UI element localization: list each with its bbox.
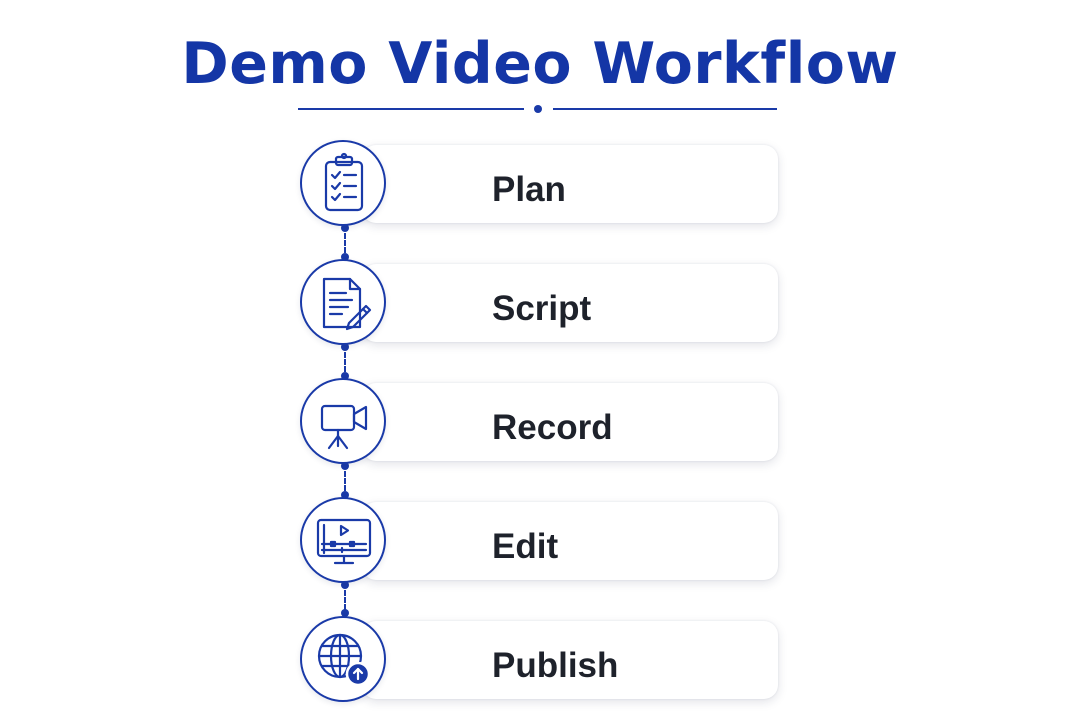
step-card: Plan xyxy=(362,145,778,223)
step-record: Record xyxy=(300,378,780,468)
page-title: Demo Video Workflow xyxy=(181,31,899,97)
step-edit: Edit xyxy=(300,497,780,587)
step-publish: Publish xyxy=(300,616,780,706)
title-divider-left xyxy=(298,108,524,110)
document-pencil-icon xyxy=(300,259,386,345)
globe-upload-icon xyxy=(300,616,386,702)
step-plan: Plan xyxy=(300,140,780,230)
video-camera-tripod-icon xyxy=(300,378,386,464)
step-card: Script xyxy=(362,264,778,342)
step-card: Edit xyxy=(362,502,778,580)
step-label: Script xyxy=(492,289,592,328)
step-label: Record xyxy=(492,408,613,447)
step-script: Script xyxy=(300,259,780,349)
title-divider-right xyxy=(553,108,777,110)
step-label: Plan xyxy=(492,170,566,209)
clipboard-checklist-icon xyxy=(300,140,386,226)
title-divider-dot xyxy=(534,105,542,113)
step-label: Edit xyxy=(492,527,559,566)
step-label: Publish xyxy=(492,646,619,685)
step-card: Publish xyxy=(362,621,778,699)
monitor-timeline-icon xyxy=(300,497,386,583)
step-card: Record xyxy=(362,383,778,461)
